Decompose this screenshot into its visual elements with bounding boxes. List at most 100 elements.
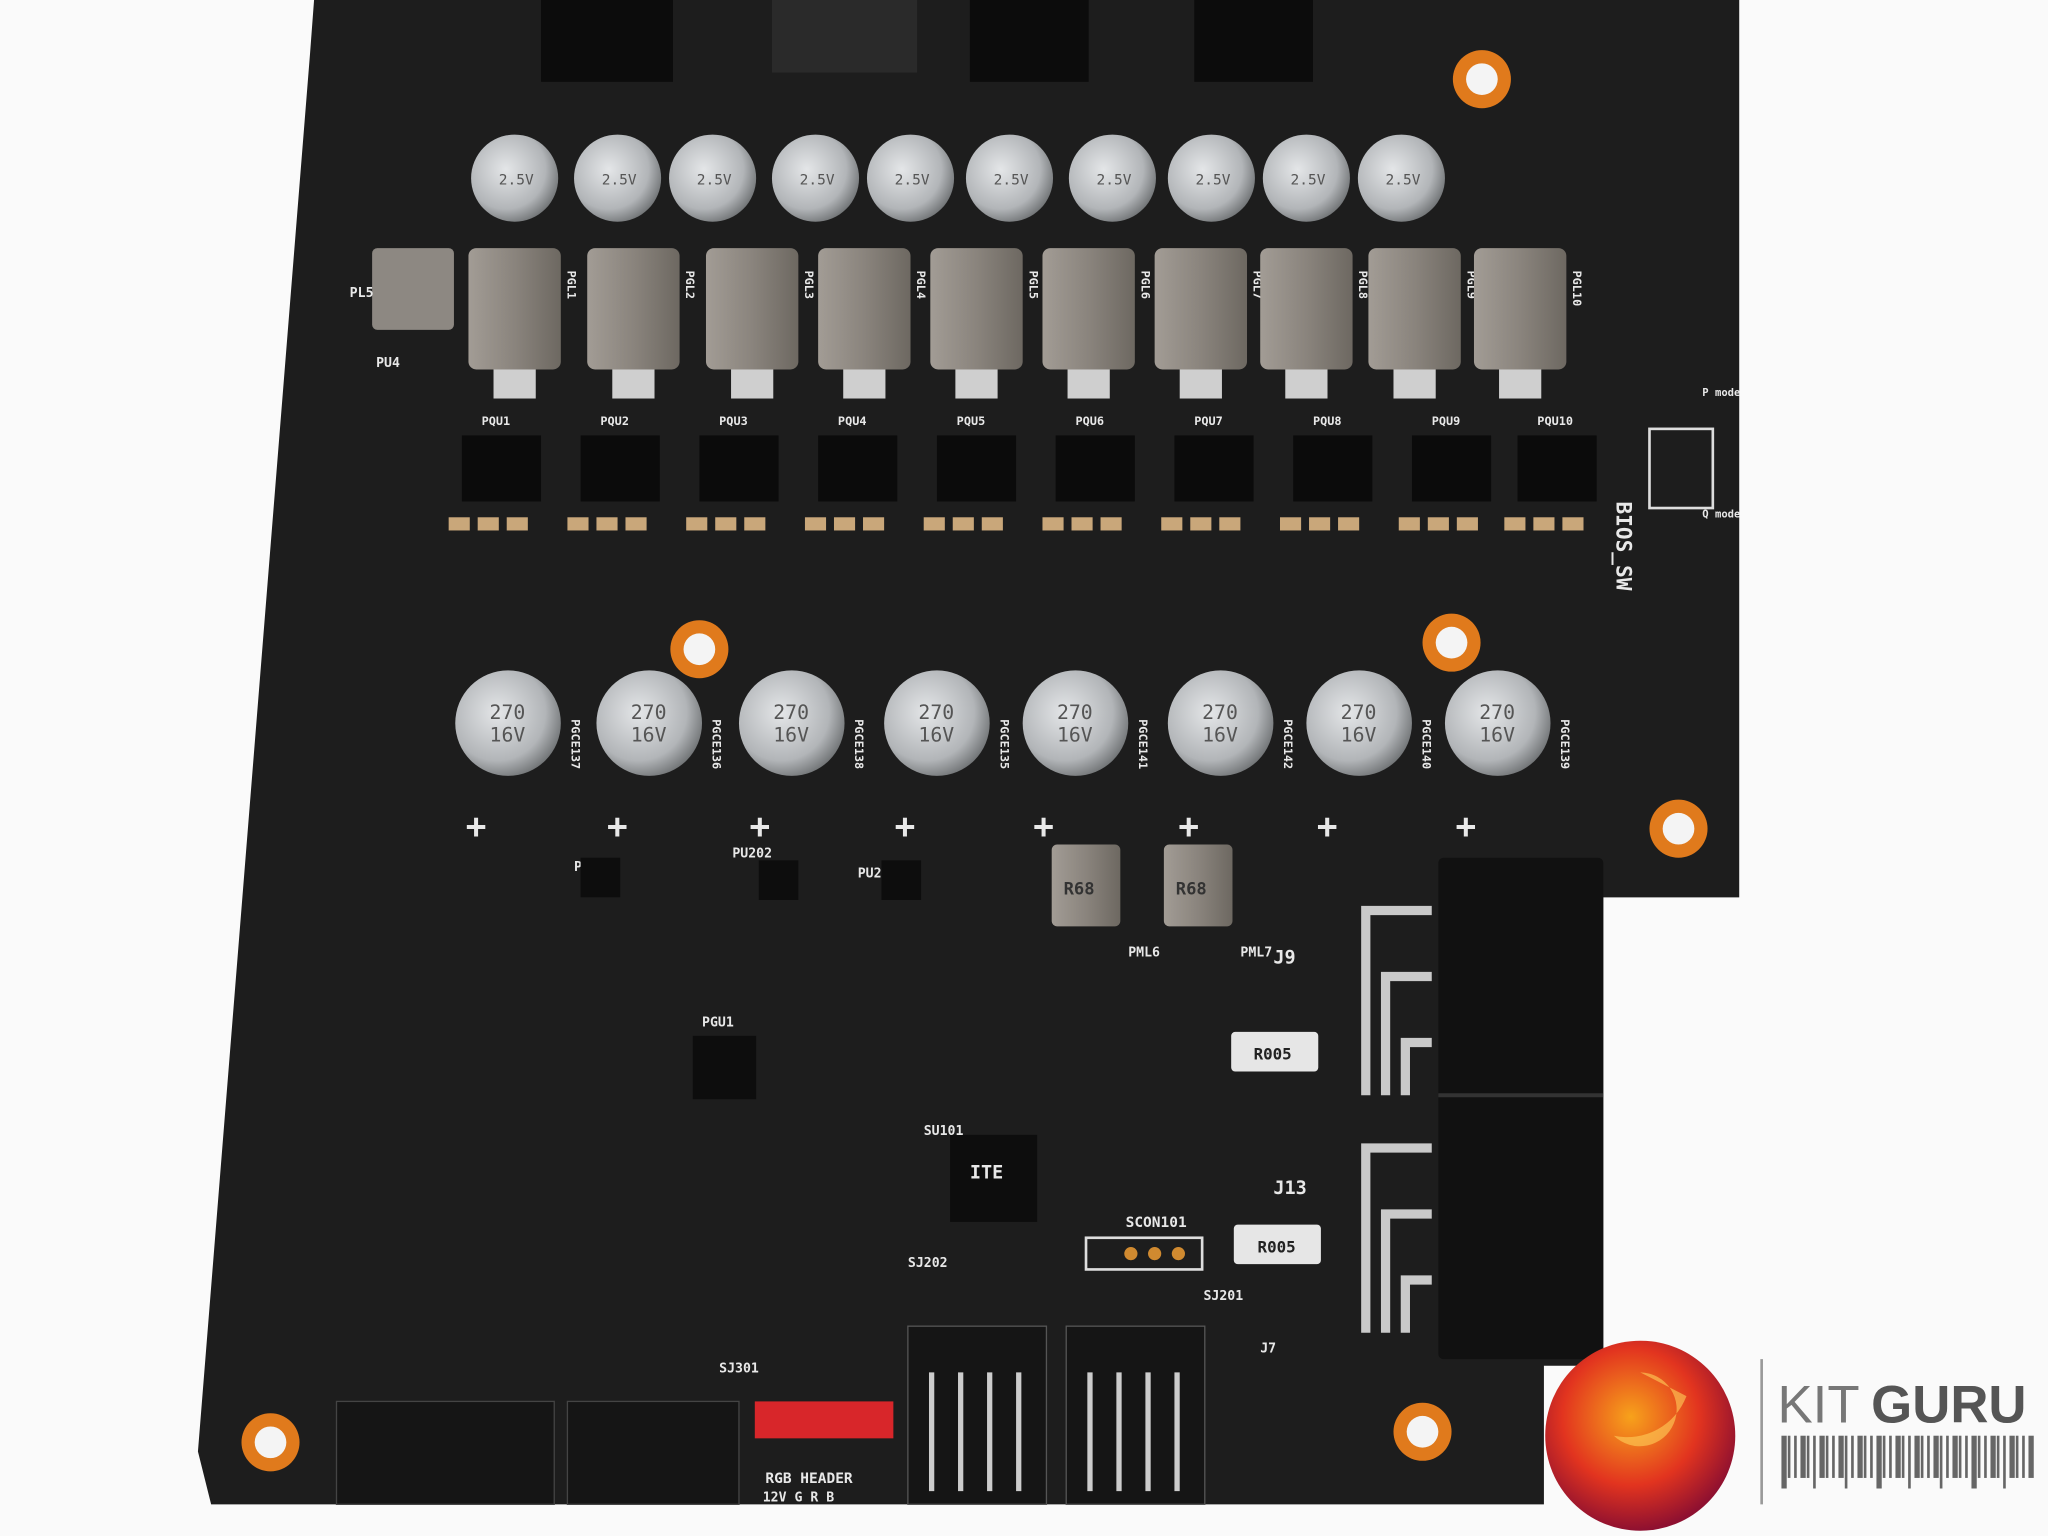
power-stage — [699, 435, 779, 502]
polymer-capacitor — [455, 670, 561, 776]
smd-part — [1504, 517, 1526, 531]
label-p-mode: P mode — [1702, 387, 1740, 399]
gpu-bga-pads — [771, 0, 918, 73]
smd-part — [1161, 517, 1183, 531]
label-pqu: PQU3 — [719, 414, 748, 428]
label-pml6: PML6 — [1128, 946, 1160, 961]
ite-logo-text: ITE — [970, 1162, 1003, 1183]
label-j13: J13 — [1273, 1178, 1306, 1199]
kitguru-watermark: KIT GURU — [1545, 1340, 2034, 1531]
smd-part — [1219, 517, 1241, 531]
barcode-bar — [1990, 1435, 1996, 1478]
choke — [1368, 248, 1461, 370]
fan-headers — [335, 1325, 1206, 1505]
label-sj202: SJ202 — [908, 1256, 948, 1271]
barcode-bar — [1901, 1435, 1905, 1478]
rgb-pin-labels: 12V G R B — [763, 1491, 835, 1506]
barcode-bar — [1794, 1435, 1797, 1478]
label-pqu: PQU10 — [1537, 414, 1573, 428]
choke-pad — [493, 369, 536, 399]
label-pgce: PGCE136 — [710, 719, 724, 769]
capacitor-text: 2.5V — [1291, 173, 1326, 189]
smd-part — [448, 517, 470, 531]
choke — [705, 248, 799, 370]
label-pgce: PGCE137 — [568, 719, 582, 769]
power-stage — [1055, 435, 1135, 502]
label-pgce: PGCE138 — [852, 719, 866, 769]
polymer-capacitor — [1262, 134, 1350, 222]
polymer-capacitor — [596, 670, 703, 776]
power-stage — [1174, 435, 1254, 502]
label-pu202: PU202 — [732, 847, 772, 862]
choke-pad — [955, 369, 998, 399]
smd-part — [686, 517, 708, 531]
barcode-bar — [1946, 1435, 1949, 1478]
label-pqu: PQU2 — [600, 414, 629, 428]
polymer-capacitor — [771, 134, 860, 222]
capacitor-value: 270 — [490, 701, 526, 724]
barcode-bar — [1965, 1435, 1968, 1478]
smd-part — [1456, 517, 1478, 531]
smd-part — [1071, 517, 1093, 531]
choke-pad — [843, 369, 886, 399]
capacitor-voltage: 16V — [1479, 724, 1515, 747]
polarity-plus: + — [466, 807, 487, 847]
capacitor-text: 2.5V — [1196, 173, 1231, 189]
choke-pad — [612, 369, 655, 399]
mounting-hole-center — [1466, 63, 1498, 96]
capacitor-value: 270 — [1341, 701, 1377, 724]
barcode-bar — [1787, 1435, 1791, 1478]
smd-part — [923, 517, 945, 531]
capacitor-value: 270 — [1057, 701, 1093, 724]
inductor-text: R68 — [1064, 880, 1095, 900]
label-pqu: PQU5 — [957, 414, 986, 428]
barcode-bar — [1800, 1435, 1806, 1478]
choke — [1260, 248, 1353, 370]
choke — [930, 248, 1023, 370]
barcode-bar — [1851, 1435, 1854, 1478]
label-sj201: SJ201 — [1203, 1289, 1243, 1304]
barcode-bar — [1857, 1435, 1863, 1478]
polarity-plus: + — [895, 807, 916, 847]
barcode-bar — [1813, 1435, 1816, 1489]
rgb-header: RGB HEADER 12V G R B — [754, 1401, 894, 1506]
polymer-capacitor — [669, 134, 757, 222]
label-pgce: PGCE135 — [997, 719, 1011, 769]
chip-ite — [950, 1134, 1038, 1222]
label-pgl: PGL1 — [564, 271, 578, 300]
memory-chip — [1194, 0, 1313, 82]
barcode-bar — [1844, 1435, 1848, 1489]
choke-pad — [1285, 369, 1328, 399]
label-pml7: PML7 — [1240, 946, 1272, 961]
label-scon101: SCON101 — [1126, 1215, 1187, 1231]
smd-part — [567, 517, 589, 531]
choke — [1154, 248, 1248, 370]
barcode-graphic — [1781, 1435, 2034, 1489]
label-pgce: PGCE139 — [1558, 719, 1572, 769]
barcode-bar — [2003, 1435, 2006, 1489]
label-pgl: PGL2 — [683, 271, 697, 300]
label-j9: J9 — [1273, 947, 1295, 968]
barcode-bar — [2009, 1435, 2015, 1478]
label-pgu1: PGU1 — [702, 1016, 734, 1031]
polymer-capacitor — [574, 134, 662, 222]
power-stage — [461, 435, 542, 502]
label-pqu: PQU6 — [1075, 414, 1104, 428]
label-pu4: PU4 — [376, 356, 400, 371]
capacitor-voltage: 16V — [1057, 724, 1093, 747]
barcode-bar — [1971, 1435, 1977, 1489]
capacitor-value: 270 — [1202, 701, 1238, 724]
smd-part — [952, 517, 974, 531]
smd-part — [981, 517, 1003, 531]
polymer-capacitor — [471, 134, 559, 222]
power-stage — [580, 435, 660, 502]
smd-part — [1100, 517, 1122, 531]
label-pgl: PGL5 — [1026, 271, 1040, 300]
mounting-hole-center — [1662, 812, 1695, 845]
label-pl5: PL5 — [350, 286, 374, 301]
smd-part — [1042, 517, 1064, 531]
barcode-bar — [1996, 1435, 2000, 1478]
smd-part — [1398, 517, 1420, 531]
capacitor-voltage: 16V — [631, 724, 667, 747]
